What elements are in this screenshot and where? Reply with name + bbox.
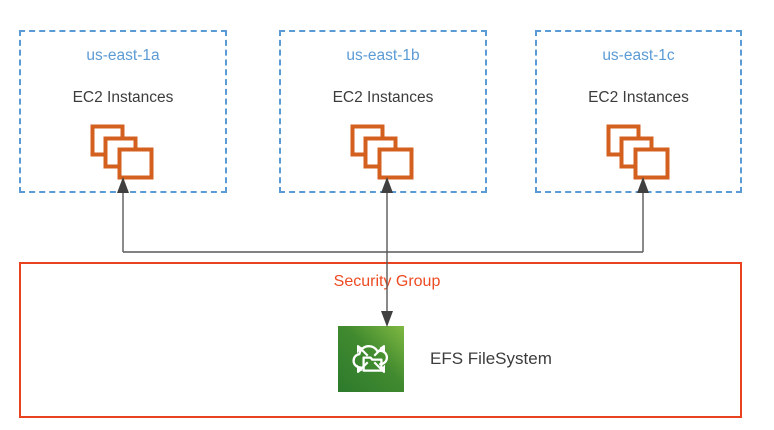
availability-zone-us-east-1a[interactable]: us-east-1a EC2 Instances xyxy=(19,30,227,193)
availability-zone-us-east-1b[interactable]: us-east-1b EC2 Instances xyxy=(279,30,487,193)
security-group-label: Security Group xyxy=(333,273,441,290)
ec2-instances-label: EC2 Instances xyxy=(332,89,434,106)
ec2-instances-label: EC2 Instances xyxy=(588,89,689,106)
ec2-instances-label: EC2 Instances xyxy=(72,89,174,106)
efs-filesystem-label: EFS FileSystem xyxy=(430,349,552,368)
security-group-boundary[interactable] xyxy=(19,262,742,418)
az-label: us-east-1b xyxy=(346,47,420,64)
ec2-instances-icon[interactable] xyxy=(606,124,672,180)
az-label: us-east-1a xyxy=(86,47,160,64)
az-label: us-east-1c xyxy=(602,47,675,64)
ec2-instances-icon[interactable] xyxy=(90,124,156,180)
availability-zone-us-east-1c[interactable]: us-east-1c EC2 Instances xyxy=(535,30,742,193)
ec2-instances-icon[interactable] xyxy=(350,124,416,180)
efs-filesystem-icon[interactable] xyxy=(338,326,404,392)
